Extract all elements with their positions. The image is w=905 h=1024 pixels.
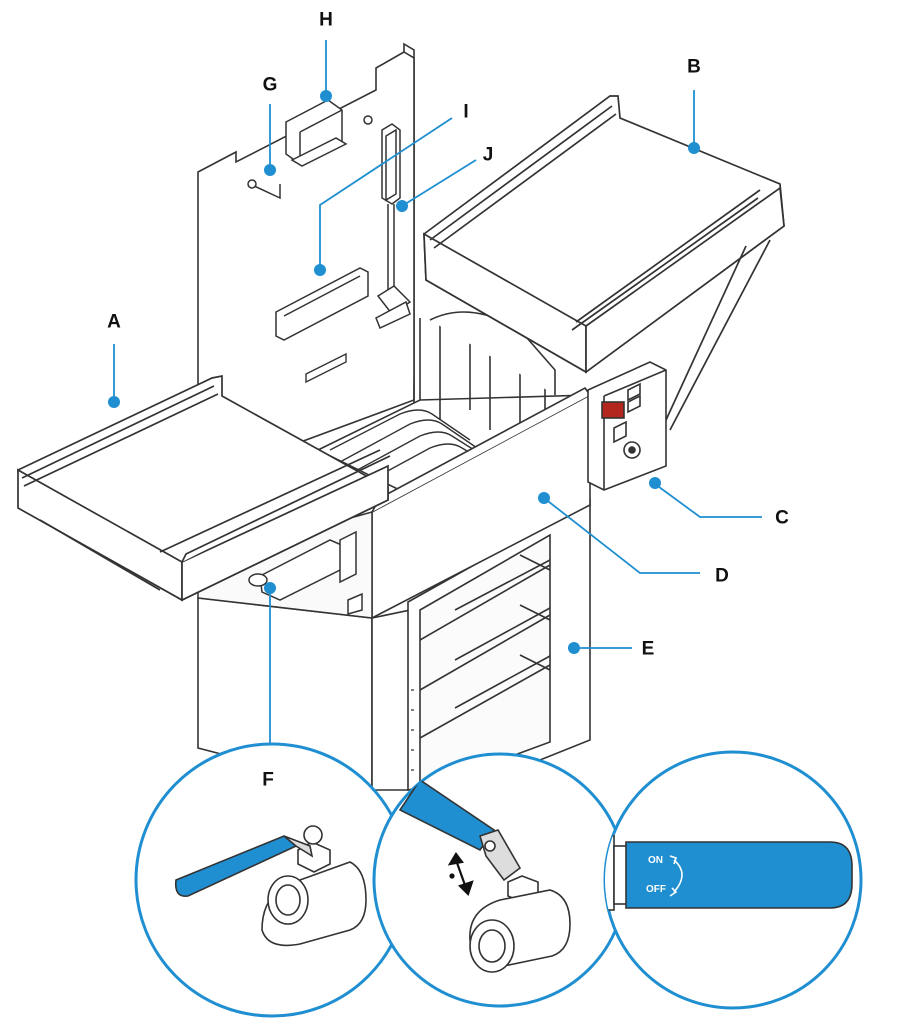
- dot-f: [264, 582, 276, 594]
- valve-handle-closed: [174, 835, 298, 897]
- hook-g: [247, 179, 281, 200]
- base-cabinet: [197, 498, 591, 792]
- switch-on-label: ON: [648, 855, 663, 866]
- label-b: B: [687, 56, 701, 78]
- dot-c: [649, 477, 661, 489]
- label-c: C: [775, 507, 789, 529]
- rotation-arrow: [447, 852, 474, 897]
- leader-lines: [113, 40, 762, 745]
- detail-valve-closed: [134, 742, 410, 1018]
- dot-g: [264, 164, 276, 176]
- dot-h: [320, 90, 332, 102]
- lifting-tool-j: [363, 115, 412, 330]
- name-plate: [305, 352, 347, 384]
- switch-off-label: OFF: [646, 884, 666, 895]
- detail-valve-open: [372, 752, 628, 1008]
- dot-j: [396, 200, 408, 212]
- dot-e: [568, 642, 580, 654]
- detail-on-off-handle: [603, 750, 863, 1010]
- label-a: A: [107, 311, 121, 333]
- base-ticks: [411, 689, 414, 771]
- dot-d: [538, 492, 550, 504]
- dot-i: [314, 264, 326, 276]
- leader-dots: [108, 90, 700, 654]
- label-g: G: [262, 74, 278, 96]
- valve-handle-open: [398, 778, 496, 852]
- label-d: D: [715, 565, 729, 587]
- bracket-h: [285, 99, 348, 167]
- label-e: E: [641, 638, 655, 660]
- switch-handle: [625, 841, 853, 909]
- back-panel: [197, 42, 415, 482]
- dot-b: [688, 142, 700, 154]
- label-j: J: [482, 144, 494, 166]
- tray-a: [17, 374, 391, 602]
- heating-elements: [329, 409, 501, 487]
- holder-i: [275, 267, 369, 341]
- control-panel-c: [587, 361, 667, 491]
- label-h: H: [319, 9, 333, 31]
- label-f: F: [262, 769, 274, 791]
- dot-a: [108, 396, 120, 408]
- label-i: I: [463, 101, 469, 123]
- switch-arrow: [669, 855, 683, 897]
